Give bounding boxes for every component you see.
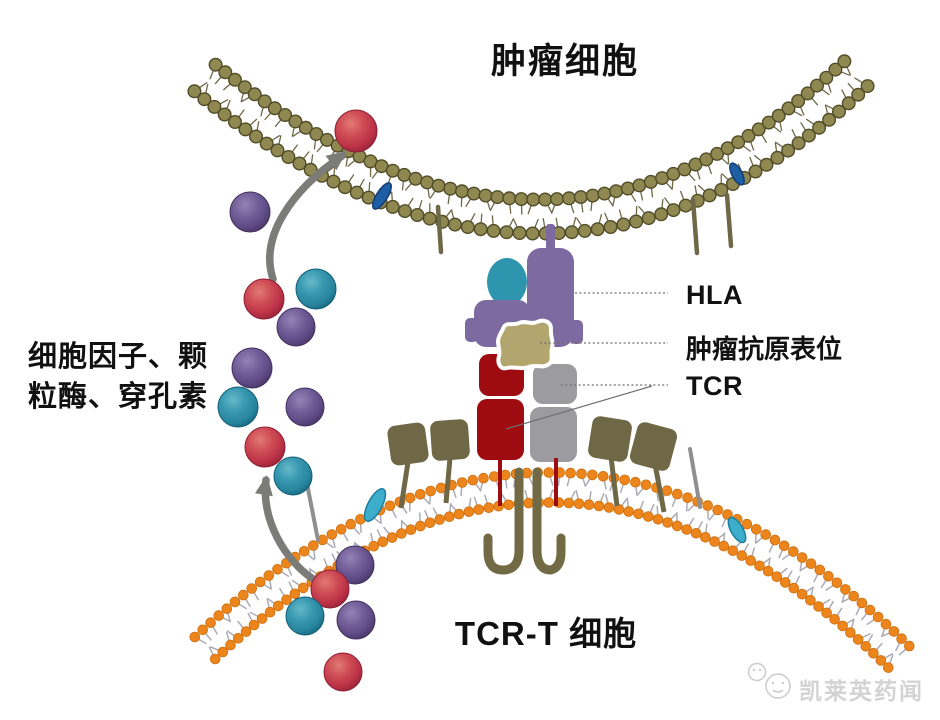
tcr-alpha-lower: [477, 399, 524, 460]
secreted-molecule: [229, 191, 271, 233]
secreted-molecule: [335, 545, 375, 585]
cd3-stem: [608, 456, 620, 507]
secreted-molecules: [217, 109, 378, 692]
pointer-line: [505, 385, 653, 430]
cd3-square: [430, 419, 470, 461]
hla-tcr-complex: [387, 224, 678, 575]
hla-label: HLA: [686, 280, 743, 310]
epitope-label: 肿瘤抗原表位: [686, 334, 843, 364]
tumor-cell-label: 肿瘤细胞: [490, 42, 640, 81]
cd3-square: [387, 422, 429, 466]
cd3-stem: [398, 461, 411, 509]
membrane-spike: [435, 204, 444, 255]
secreted-label-line2: 粒酶、穿孔素: [28, 381, 209, 413]
hla-tab-right: [570, 320, 583, 344]
secreted-molecule: [217, 386, 259, 428]
tcr-beta-lower: [530, 407, 577, 462]
hla-tab-left: [465, 318, 478, 342]
itam-hook: [532, 467, 566, 575]
membrane-spike: [690, 197, 700, 256]
tumor-cell-membrane: [187, 54, 875, 241]
cd3-square: [588, 416, 632, 462]
secreted-molecule: [231, 347, 273, 389]
cd3-square: [629, 422, 678, 471]
secreted-molecule: [334, 109, 378, 153]
watermark: 凯莱英药闻: [799, 678, 924, 704]
cd3-stem: [443, 457, 453, 504]
membrane-spike: [724, 192, 734, 249]
tcr-beta-upper: [533, 364, 577, 404]
membrane-spike: [688, 447, 702, 509]
membrane-protein-icon: [363, 488, 387, 522]
secreted-molecule: [285, 387, 325, 427]
secreted-molecule: [285, 596, 325, 636]
secreted-molecule: [273, 456, 313, 496]
secreted-label-line1: 细胞因子、颗: [28, 341, 209, 373]
secreted-molecule: [336, 600, 376, 640]
cd3-stem: [652, 463, 667, 513]
itam-hook: [483, 467, 524, 575]
secreted-molecule: [310, 569, 350, 609]
beta2m: [487, 258, 527, 306]
secreted-molecule: [323, 652, 363, 692]
secreted-molecule: [243, 278, 285, 320]
secreted-molecule: [244, 426, 286, 468]
tcrt-cell-label: TCR-T 细胞: [454, 615, 638, 652]
membrane-protein-icon: [727, 516, 747, 544]
watermark-icon: [747, 662, 791, 699]
membrane-protein-icon: [729, 162, 745, 186]
secreted-molecules-label: 细胞因子、颗 粒酶、穿孔素: [28, 337, 208, 417]
secretion-arrow-icon: [266, 151, 347, 283]
antigen-epitope-shape: [496, 318, 555, 371]
membrane-protein-icon: [372, 182, 392, 210]
tcr-label: TCR: [686, 371, 743, 401]
secretion-arrow-icon: [255, 475, 317, 583]
secreted-molecule: [295, 268, 337, 310]
secreted-molecule: [276, 307, 316, 347]
